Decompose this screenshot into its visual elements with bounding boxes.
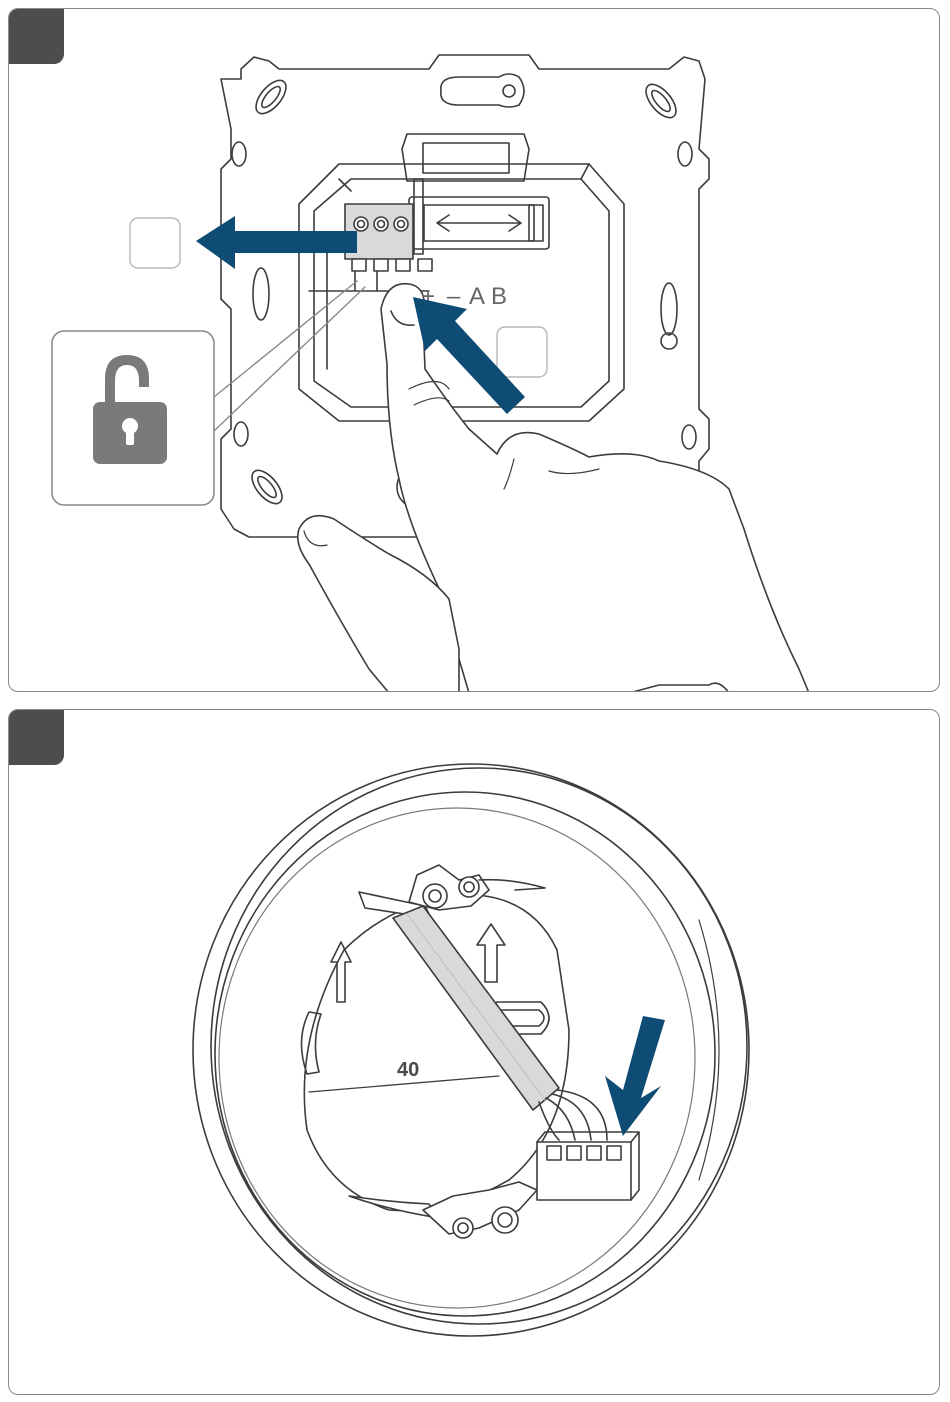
step-panel-1: + – A B (8, 8, 940, 692)
top-clip (402, 134, 529, 181)
terminal-label-a: A (469, 283, 485, 310)
step-2-illustration: 40 (9, 710, 940, 1395)
placeholder-square-right (497, 327, 547, 377)
arrow-down-icon (605, 1016, 665, 1136)
insert-housing (299, 164, 624, 421)
surface-base-outer (193, 764, 749, 1336)
step-panel-2: 40 (8, 709, 940, 1395)
step-1-illustration: + – A B (9, 9, 940, 692)
arrow-left-icon (196, 216, 357, 269)
dimension-label: 40 (397, 1059, 419, 1081)
placeholder-square-left (130, 218, 180, 268)
terminal-label-b: B (491, 283, 507, 310)
